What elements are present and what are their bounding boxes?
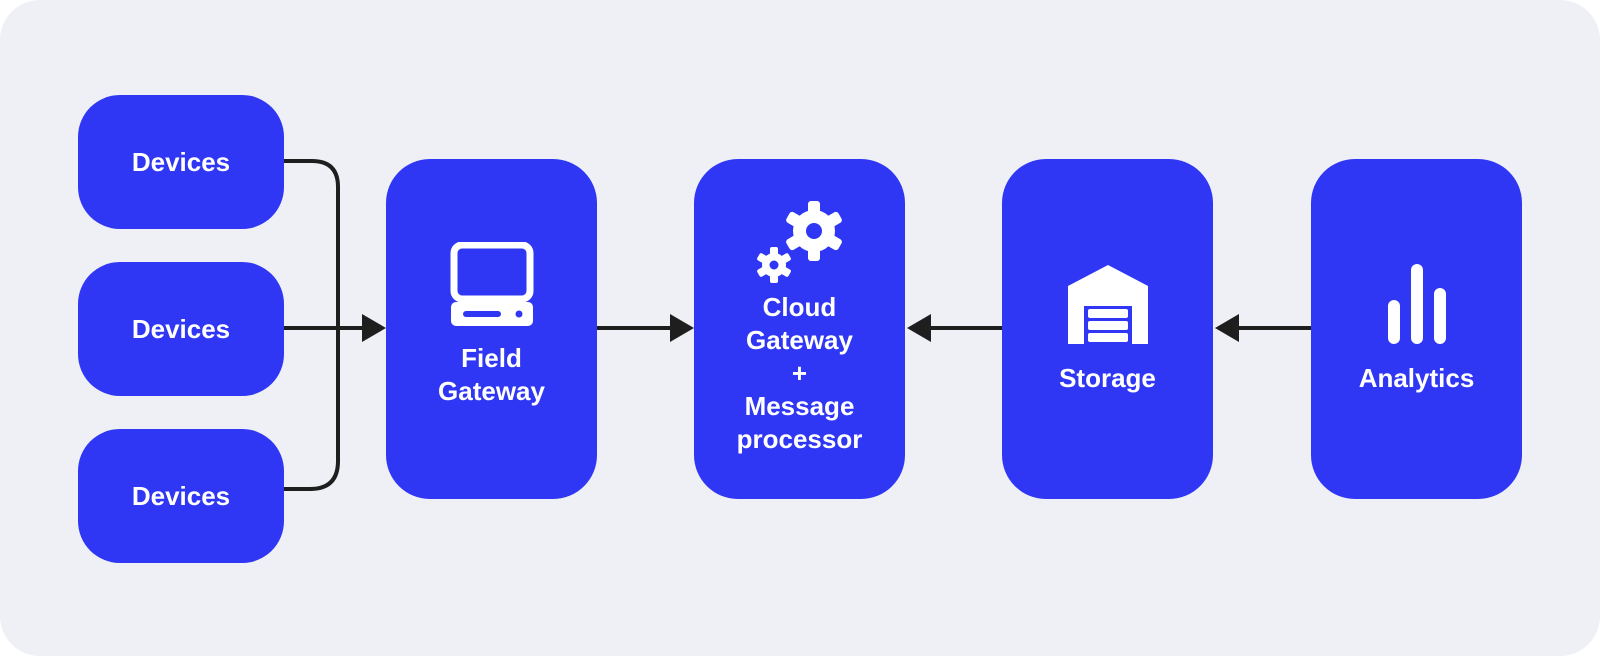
storage-node: Storage (1002, 159, 1213, 499)
arrowhead-storage-to-cloud (907, 314, 931, 342)
devices-label: Devices (131, 146, 231, 177)
arrowhead-analytics-to-storage (1215, 314, 1239, 342)
analytics-label: Analytics (1358, 362, 1475, 393)
device-1-connector (284, 159, 340, 491)
devices-node-2: Devices (78, 262, 284, 396)
bar-chart-icon (1387, 263, 1446, 344)
computer-terminal-icon (450, 242, 533, 326)
arrowhead-to-cloud-gateway (670, 314, 694, 342)
arrowhead-to-field-gateway (362, 314, 386, 342)
warehouse-icon (1067, 264, 1148, 344)
analytics-node: Analytics (1311, 159, 1522, 499)
storage-label: Storage (1059, 362, 1156, 393)
field-gateway-node: Field Gateway (386, 159, 597, 499)
cloud-gateway-label: Cloud Gateway + Message processor (736, 291, 863, 454)
devices-node-1: Devices (78, 95, 284, 229)
devices-label: Devices (131, 480, 231, 511)
gears-icon (756, 200, 842, 283)
devices-node-3: Devices (78, 429, 284, 563)
field-gateway-label: Field Gateway (438, 343, 545, 406)
devices-label: Devices (131, 313, 231, 344)
cloud-gateway-node: Cloud Gateway + Message processor (694, 159, 905, 499)
